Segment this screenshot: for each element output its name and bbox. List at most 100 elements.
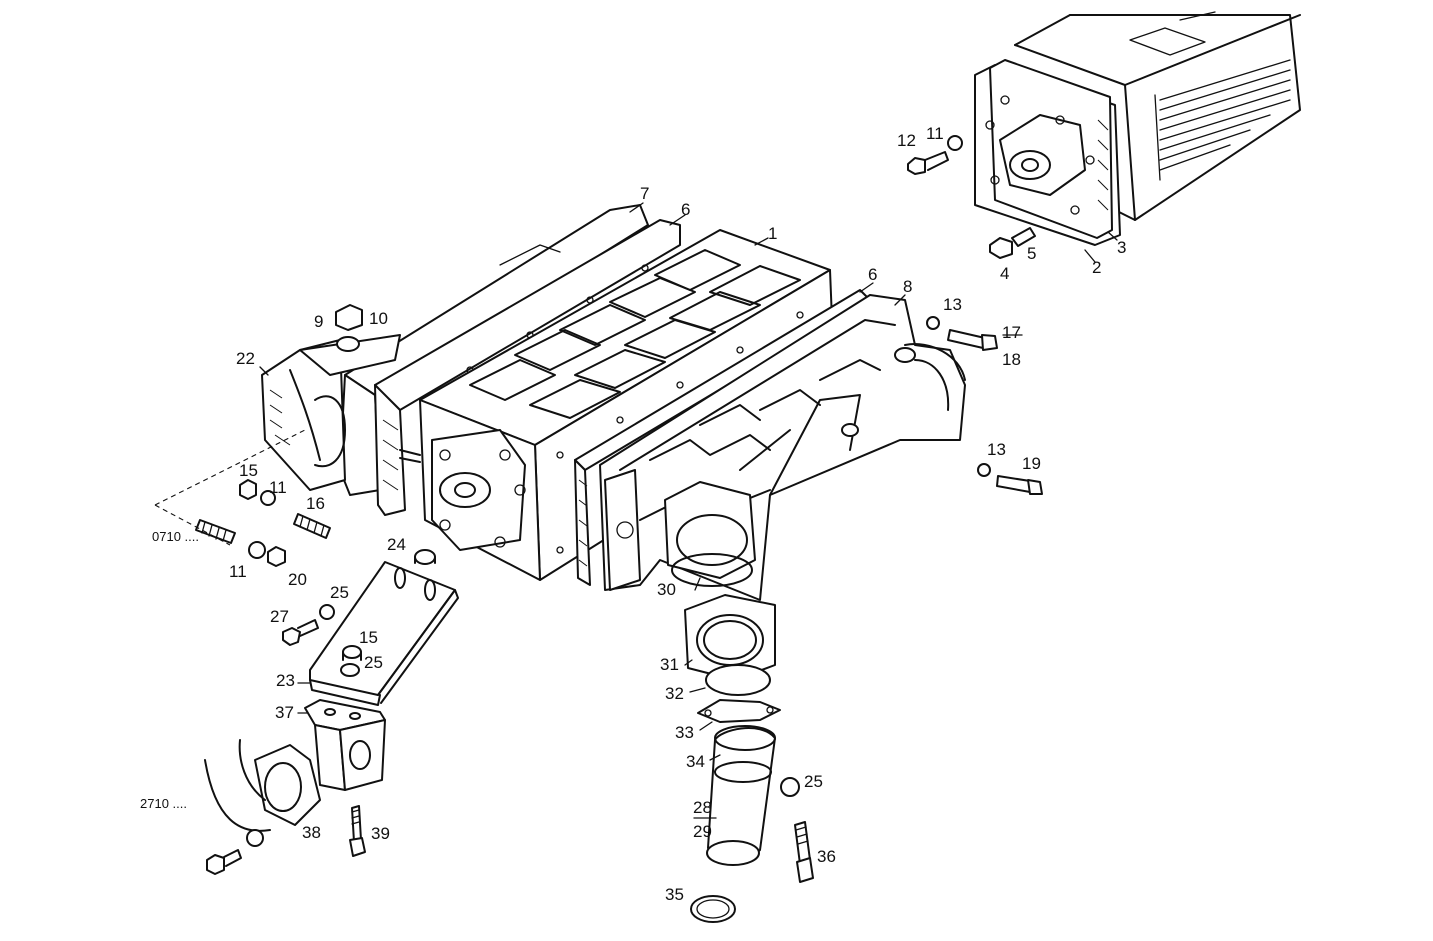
spacer-24 [414, 549, 436, 565]
end-cover-22 [261, 334, 401, 491]
leader-30 [694, 577, 701, 591]
callout-35: 35 [665, 885, 684, 904]
bolt-39 [349, 805, 366, 857]
bolt-19 [996, 475, 1043, 495]
washer-10 [336, 336, 360, 352]
leader-33 [699, 721, 713, 731]
bolt-27 [282, 619, 319, 646]
callout-39: 39 [371, 824, 390, 843]
leader-6b [859, 282, 874, 293]
gasket-31 [684, 594, 776, 681]
bracket-23 [309, 561, 459, 706]
gasket-7 [339, 204, 649, 496]
callout-25-c: 25 [804, 772, 823, 791]
pipe-28-29 [706, 725, 776, 866]
bracket-37 [304, 699, 386, 791]
nut-15-bracket [342, 645, 362, 661]
leader-32 [689, 687, 706, 693]
reference-0710: 0710 .... [152, 529, 199, 544]
stud-16 [293, 513, 331, 539]
flange-38 [204, 739, 321, 832]
bolt-2710 [206, 849, 242, 875]
bolt-17-18 [947, 329, 998, 351]
callout-11-lower: 11 [229, 562, 247, 581]
bolt-36 [794, 821, 814, 883]
leader-6a [669, 214, 686, 226]
callout-13-lower: 13 [987, 440, 1006, 459]
callout-1: 1 [768, 224, 777, 243]
callout-37: 37 [275, 703, 294, 722]
callout-4: 4 [1000, 264, 1009, 283]
callout-24: 24 [387, 535, 406, 554]
plug-9 [335, 304, 363, 331]
nut-15-upper [239, 479, 257, 500]
callout-36: 36 [817, 847, 836, 866]
oring-32 [705, 664, 771, 696]
leader-7 [629, 202, 644, 213]
manifold-8 [599, 294, 966, 601]
leader-31 [684, 659, 693, 666]
flange-33 [697, 699, 781, 723]
washer-25-a [319, 604, 335, 620]
washer-38 [246, 829, 264, 847]
callout-16: 16 [306, 494, 325, 513]
leader-3 [1107, 231, 1118, 241]
washer-25-b [340, 663, 360, 677]
washer-11-lower [248, 541, 266, 559]
callout-18: 18 [1002, 350, 1021, 369]
plate-6-rear [374, 219, 681, 516]
callout-17: 17 [1002, 323, 1021, 342]
callout-23: 23 [276, 671, 295, 690]
washer-11-left [260, 490, 276, 506]
bolt-12 [907, 151, 949, 175]
callout-8: 8 [903, 277, 912, 296]
callout-3: 3 [1117, 238, 1126, 257]
rear-cover-plate [974, 59, 1121, 246]
plug-4 [989, 237, 1013, 259]
leader-22 [259, 366, 269, 376]
dash-leader-0710 [154, 429, 306, 506]
leader-1 [754, 237, 769, 246]
stud-0710 [195, 519, 236, 544]
callout-11-left: 11 [269, 478, 287, 497]
washer-11-top [947, 135, 963, 151]
callout-2: 2 [1092, 258, 1101, 277]
reference-2710: 2710 .... [140, 796, 187, 811]
callout-10: 10 [369, 309, 388, 328]
callout-5: 5 [1027, 244, 1036, 263]
callout-13-upper: 13 [943, 295, 962, 314]
callout-15-left: 15 [239, 461, 258, 480]
callout-11-top: 11 [926, 124, 944, 143]
oring-35-inner [696, 899, 730, 919]
callout-6-rear: 6 [681, 200, 690, 219]
callout-38: 38 [302, 823, 321, 842]
washer-13-lower [977, 463, 991, 477]
callout-32: 32 [665, 684, 684, 703]
callout-12: 12 [897, 131, 916, 150]
callout-labels: 1 2 3 4 5 6 6 7 8 9 10 11 11 11 12 13 13… [140, 124, 1126, 904]
callout-15-bracket: 15 [359, 628, 378, 647]
callout-31: 31 [660, 655, 679, 674]
callout-6-front: 6 [868, 265, 877, 284]
callout-25-b: 25 [364, 653, 383, 672]
callout-29: 29 [693, 822, 712, 841]
callout-30: 30 [657, 580, 676, 599]
bolt-5 [1011, 227, 1036, 247]
callout-7: 7 [640, 184, 649, 203]
nut-20 [267, 546, 286, 567]
callout-33: 33 [675, 723, 694, 742]
callout-19: 19 [1022, 454, 1041, 473]
leader-8 [894, 294, 906, 306]
washer-13-upper [926, 316, 940, 330]
callout-20: 20 [288, 570, 307, 589]
callout-27: 27 [270, 607, 289, 626]
callout-34: 34 [686, 752, 705, 771]
leader-2 [1084, 249, 1096, 263]
leader-34 [709, 754, 721, 761]
callout-28: 28 [693, 798, 712, 817]
stud-block [399, 449, 421, 463]
callout-22: 22 [236, 349, 255, 368]
engine-block-corner [1014, 11, 1301, 221]
